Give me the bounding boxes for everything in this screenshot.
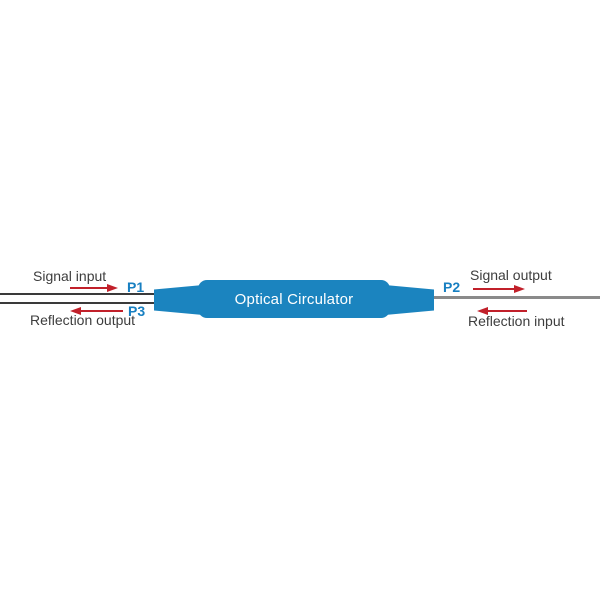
arrow-head bbox=[70, 307, 81, 315]
signal-output-label: Signal output bbox=[470, 267, 552, 283]
arrow-shaft bbox=[81, 310, 123, 312]
reflection-output-label: Reflection output bbox=[30, 312, 136, 328]
port-p3-label: P3 bbox=[128, 303, 146, 319]
port-p1-label: P1 bbox=[127, 279, 145, 295]
arrow-head bbox=[514, 285, 525, 293]
port-p2-label: P2 bbox=[443, 279, 461, 295]
reflection-input-label: Reflection input bbox=[468, 313, 565, 329]
arrow-right-icon bbox=[70, 284, 118, 292]
arrow-right-icon bbox=[473, 285, 525, 293]
device-title: Optical Circulator bbox=[234, 290, 354, 308]
arrow-head bbox=[107, 284, 118, 292]
signal-input-label: Signal input bbox=[33, 268, 107, 284]
arrow-left-icon bbox=[477, 307, 527, 315]
arrow-shaft bbox=[488, 310, 527, 312]
device-body: Optical Circulator bbox=[198, 280, 390, 318]
arrow-head bbox=[477, 307, 488, 315]
device-cone-left bbox=[154, 285, 203, 315]
arrow-shaft bbox=[473, 288, 514, 290]
fiber-right bbox=[428, 296, 600, 299]
arrow-left-icon bbox=[70, 307, 123, 315]
dual-fiber-left bbox=[0, 293, 160, 304]
device-cone-right bbox=[385, 285, 434, 315]
arrow-shaft bbox=[70, 287, 107, 289]
